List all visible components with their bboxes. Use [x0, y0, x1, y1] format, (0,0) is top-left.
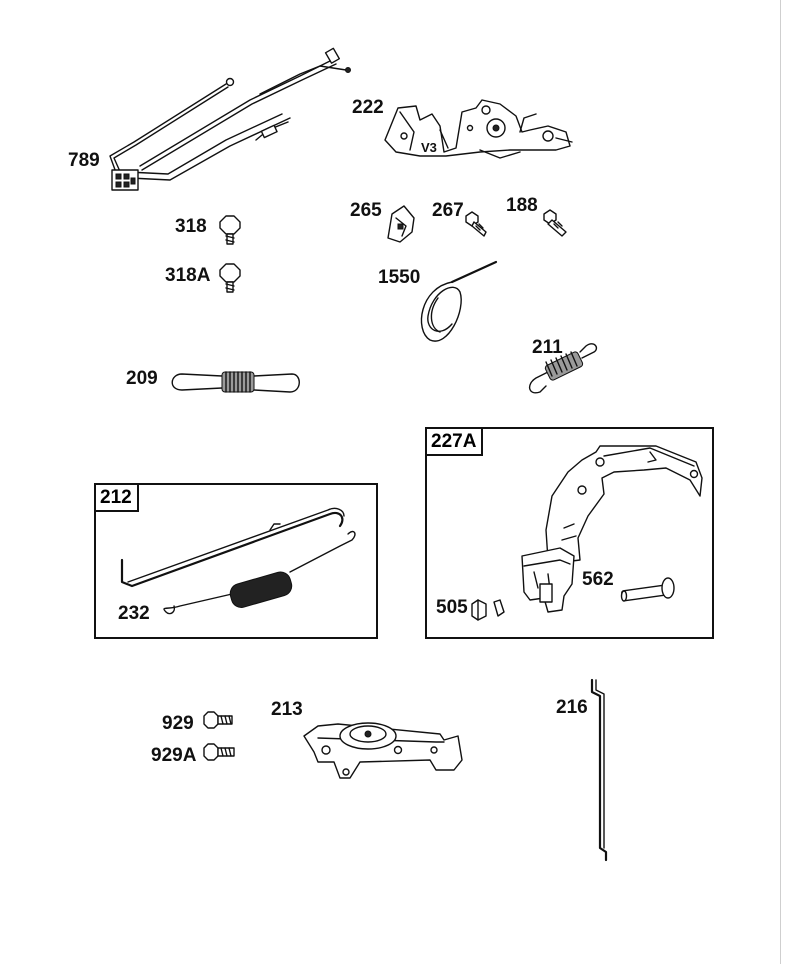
label-929: 929	[162, 713, 194, 734]
label-216: 216	[556, 697, 588, 718]
label-929a: 929A	[151, 745, 197, 766]
label-188: 188	[506, 195, 538, 216]
part-209-spring	[171, 371, 300, 393]
part-265-clip	[387, 205, 415, 243]
part-318a-screw	[219, 263, 241, 293]
part-232-spring	[163, 530, 356, 615]
part-929-screw	[203, 711, 233, 729]
label-213: 213	[271, 699, 303, 720]
label-232: 232	[118, 603, 150, 624]
label-265: 265	[350, 200, 382, 221]
part-562-pin	[620, 577, 675, 602]
label-789: 789	[68, 150, 100, 171]
label-211: 211	[532, 337, 563, 358]
label-267: 267	[432, 200, 464, 221]
part-267-bolt	[465, 211, 487, 237]
part-1550-spring	[420, 260, 498, 342]
label-1550: 1550	[378, 267, 421, 288]
part-929a-screw	[203, 743, 235, 761]
assembly-frame-227a: 227A	[425, 427, 714, 639]
assembly-frame-212: 212	[94, 483, 378, 639]
label-222: 222	[352, 97, 384, 118]
part-212-control-rod	[120, 507, 345, 588]
parts-diagram: V3	[109, 47, 703, 862]
label-318: 318	[175, 216, 207, 237]
part-211-spring	[529, 343, 598, 394]
part-222-control-bracket: V3	[384, 99, 573, 159]
part-789-wire-harness	[109, 47, 351, 191]
part-227a-bracket	[521, 445, 703, 613]
part-318-screw	[219, 215, 241, 245]
label-318a: 318A	[165, 265, 211, 286]
part-505-nut	[471, 599, 505, 621]
part-213-pulley-bracket	[303, 722, 463, 779]
assembly-tag-227a: 227A	[427, 429, 484, 456]
label-209: 209	[126, 368, 158, 389]
part-188-bolt	[543, 209, 567, 237]
right-edge-divider	[780, 0, 781, 964]
assembly-tag-212: 212	[96, 485, 139, 512]
label-562: 562	[582, 569, 614, 590]
part-216-rod	[590, 678, 608, 862]
part-222-marking: V3	[421, 140, 437, 155]
label-505: 505	[436, 597, 468, 618]
